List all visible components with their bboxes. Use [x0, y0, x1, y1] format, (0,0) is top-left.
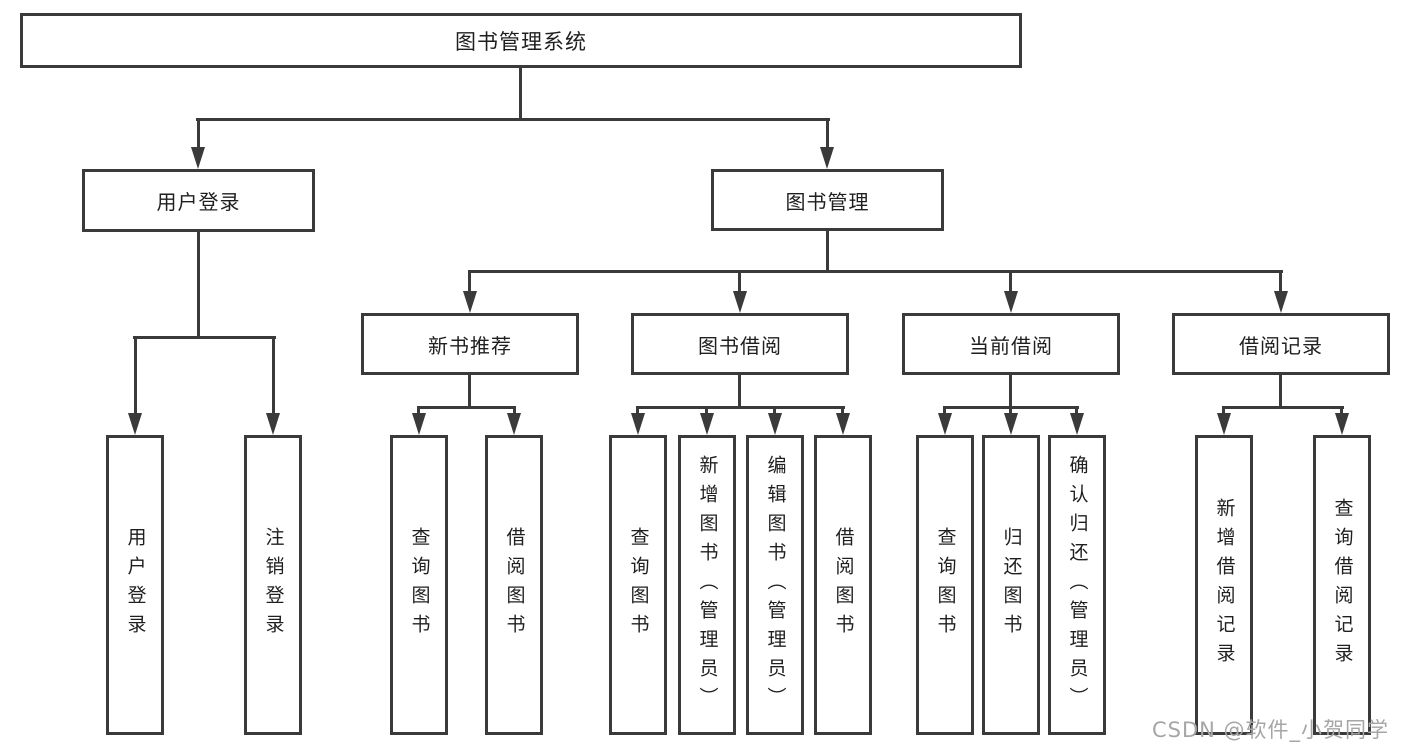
node-new-book-recommend: 新书推荐 [361, 313, 579, 375]
connector-leaf-stem [1075, 406, 1078, 416]
node-book-borrow: 图书借阅 [631, 313, 849, 375]
node-label: 注销登录 [262, 527, 285, 643]
node-user-login-action: 用户登录 [106, 435, 164, 735]
arrow-down-icon [266, 413, 280, 435]
connector-bb-down [738, 375, 741, 406]
connector-user-login-down [197, 232, 200, 336]
connector-nb-down [468, 375, 471, 406]
node-label: 当前借阅 [969, 333, 1053, 358]
node-query-books-recommend: 查询图书 [390, 435, 448, 735]
connector-l3-stem [1009, 270, 1012, 294]
connector-book-mgmt-stem [826, 118, 829, 150]
node-label: 图书管理 [785, 189, 870, 214]
node-label: 查询借阅记录 [1331, 498, 1354, 672]
arrow-down-icon [938, 413, 952, 435]
connector-leaf-stem [943, 406, 946, 416]
connector-leaf-stem [1340, 406, 1343, 416]
node-label: 图书借阅 [698, 333, 782, 358]
node-borrow-books-recommend: 借阅图书 [485, 435, 543, 735]
node-label: 用户登录 [124, 527, 147, 643]
connector-level3-branch [468, 270, 1283, 273]
connector-leaf-stem [1222, 406, 1225, 416]
connector-cb-down [1009, 375, 1012, 406]
connector-leaf-stem [134, 336, 137, 416]
node-label: 归还图书 [1000, 527, 1023, 643]
connector-br-branch [1222, 406, 1344, 409]
csdn-watermark: CSDN @软件_小贺同学 [1152, 718, 1390, 742]
arrow-down-icon [128, 413, 142, 435]
connector-l3-stem [1279, 270, 1282, 294]
connector-l3-stem [738, 270, 741, 294]
node-query-books-borrow: 查询图书 [609, 435, 667, 735]
node-label: 查询图书 [627, 527, 650, 643]
connector-leaf-stem [636, 406, 639, 416]
arrow-down-icon [631, 413, 645, 435]
connector-l3-stem [468, 270, 471, 294]
connector-leaf-stem [513, 406, 516, 416]
connector-user-login-branch [133, 336, 276, 339]
arrow-down-icon [1004, 291, 1018, 313]
node-return-books: 归还图书 [982, 435, 1040, 735]
node-label: 查询图书 [408, 527, 431, 643]
node-current-borrow: 当前借阅 [902, 313, 1120, 375]
node-add-borrow-record: 新增借阅记录 [1195, 435, 1253, 735]
node-label: 确认归还（管理员） [1066, 454, 1089, 716]
connector-leaf-stem [417, 406, 420, 416]
connector-bb-branch [636, 406, 845, 409]
connector-root-stem [519, 68, 522, 118]
arrow-down-icon [1004, 413, 1018, 435]
connector-book-mgmt-down [826, 231, 829, 270]
arrow-down-icon [463, 291, 477, 313]
arrow-down-icon [191, 147, 205, 169]
connector-br-down [1279, 375, 1282, 406]
node-label: 新书推荐 [428, 333, 512, 358]
node-query-books-current: 查询图书 [916, 435, 974, 735]
node-label: 编辑图书（管理员） [764, 454, 787, 716]
node-library-system: 图书管理系统 [20, 13, 1022, 68]
node-query-borrow-record: 查询借阅记录 [1313, 435, 1371, 735]
node-label: 新增借阅记录 [1213, 498, 1236, 672]
connector-leaf-stem [1009, 406, 1012, 416]
connector-leaf-stem [841, 406, 844, 416]
node-label: 用户登录 [156, 190, 241, 214]
arrow-down-icon [733, 291, 747, 313]
arrow-down-icon [836, 413, 850, 435]
node-edit-books-admin: 编辑图书（管理员） [746, 435, 804, 735]
connector-level2-branch [196, 118, 830, 121]
node-add-books-admin: 新增图书（管理员） [678, 435, 736, 735]
arrow-down-icon [1070, 413, 1084, 435]
arrow-down-icon [700, 413, 714, 435]
node-label: 新增图书（管理员） [696, 454, 719, 716]
node-label: 图书管理系统 [455, 29, 587, 54]
node-label: 借阅图书 [503, 527, 526, 643]
node-label: 查询图书 [934, 527, 957, 643]
connector-user-login-stem [197, 118, 200, 150]
arrow-down-icon [1335, 413, 1349, 435]
node-user-login: 用户登录 [82, 169, 315, 232]
connector-leaf-stem [705, 406, 708, 416]
arrow-down-icon [412, 413, 426, 435]
arrow-down-icon [1217, 413, 1231, 435]
node-logout-action: 注销登录 [244, 435, 302, 735]
node-book-management: 图书管理 [711, 169, 944, 231]
arrow-down-icon [507, 413, 521, 435]
arrow-down-icon [768, 413, 782, 435]
node-confirm-return-admin: 确认归还（管理员） [1048, 435, 1106, 735]
node-label: 借阅记录 [1239, 333, 1323, 358]
node-borrow-records: 借阅记录 [1172, 313, 1390, 375]
connector-leaf-stem [272, 336, 275, 416]
arrow-down-icon [1274, 291, 1288, 313]
node-borrow-books-action: 借阅图书 [814, 435, 872, 735]
connector-leaf-stem [773, 406, 776, 416]
connector-nb-branch [417, 406, 516, 409]
arrow-down-icon [820, 147, 834, 169]
node-label: 借阅图书 [832, 527, 855, 643]
